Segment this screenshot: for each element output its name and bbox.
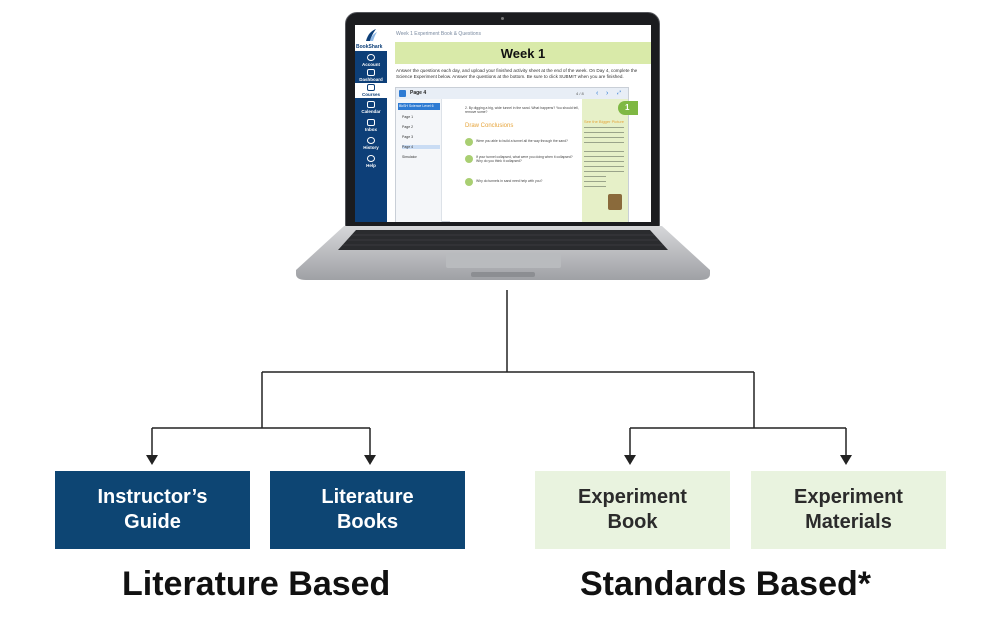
help-icon <box>367 155 375 162</box>
nav-history[interactable]: History <box>355 137 387 150</box>
assignment-instructions: Answer the questions each day, and uploa… <box>396 68 638 79</box>
panel-title: See the Bigger Picture <box>584 119 625 124</box>
chevron-left-icon[interactable]: ‹ <box>596 90 599 97</box>
standards-based-label: Standards Based* <box>580 565 871 603</box>
sand-photo <box>608 194 622 210</box>
chevron-right-icon[interactable]: › <box>606 90 609 97</box>
lms-sidebar: BookShark Account Dashboard Courses Cale… <box>355 25 387 222</box>
text-line <box>584 166 624 167</box>
question-intro: 2. By digging a big, wide tunnel in the … <box>465 106 579 114</box>
menu-icon[interactable] <box>399 90 406 97</box>
page-label: Page 4 <box>410 90 427 96</box>
question-bullet-icon <box>465 178 473 186</box>
literature-books-box: Literature Books <box>270 471 465 549</box>
text-line <box>584 161 624 162</box>
panel-number: 1 <box>625 103 630 112</box>
webcam-icon <box>501 17 504 20</box>
text-line <box>584 127 624 128</box>
nav-help[interactable]: Help <box>355 155 387 168</box>
toc-title: BkSH Science Level 6 <box>398 103 440 110</box>
table-of-contents: BkSH Science Level 6 Page 1 Page 2 Page … <box>396 99 442 222</box>
arrow-down-icon <box>840 455 852 465</box>
document-page: 2. By digging a big, wide tunnel in the … <box>450 99 638 222</box>
side-panel: 1 See the Bigger Picture <box>582 99 638 222</box>
nav-inbox[interactable]: Inbox <box>355 119 387 132</box>
question-text: Why do tunnels in sand need help with yo… <box>476 179 543 183</box>
logo-text: BookShark <box>356 44 383 50</box>
calendar-icon <box>367 101 375 108</box>
document-viewer: Page 4 4 / 8 ‹ › ⤢ BkSH Science Level 6 … <box>395 87 638 222</box>
text-line <box>584 142 624 143</box>
question-bullet-icon <box>465 138 473 146</box>
text-line <box>584 156 624 157</box>
nav-calendar[interactable]: Calendar <box>355 101 387 114</box>
viewer-toolbar: Page 4 4 / 8 ‹ › ⤢ <box>396 88 628 99</box>
box-label: Experiment Materials <box>794 486 903 533</box>
question-text: If your tunnel collapsed, what were you … <box>476 155 573 163</box>
text-line <box>584 151 624 152</box>
fullscreen-icon[interactable]: ⤢ <box>617 90 622 96</box>
experiment-materials-box: Experiment Materials <box>751 471 946 549</box>
laptop-keyboard-base <box>296 226 710 280</box>
toc-item[interactable]: Page 3 <box>402 135 414 139</box>
nav-dashboard[interactable]: Dashboard <box>355 69 387 82</box>
toc-item-selected[interactable]: Page 4 <box>402 145 440 149</box>
box-label: Experiment Book <box>578 486 687 533</box>
nav-account[interactable]: Account <box>355 54 387 67</box>
week-banner: Week 1 <box>395 42 651 64</box>
text-line <box>584 181 606 182</box>
laptop-screen-frame: BookShark Account Dashboard Courses Cale… <box>345 12 660 228</box>
arrow-down-icon <box>364 455 376 465</box>
lms-screenshot: BookShark Account Dashboard Courses Cale… <box>355 25 651 222</box>
toc-item[interactable]: Simulator <box>402 155 417 159</box>
text-line <box>584 132 624 133</box>
logo-icon <box>366 29 377 41</box>
text-line <box>584 186 606 187</box>
section-heading: Draw Conclusions <box>465 123 514 129</box>
brand-logo: BookShark <box>355 25 387 51</box>
toc-item[interactable]: Page 1 <box>402 115 414 119</box>
nav-courses[interactable]: Courses <box>355 83 387 98</box>
arrow-down-icon <box>624 455 636 465</box>
arrow-down-icon <box>146 455 158 465</box>
page-title: Week 1 <box>500 46 546 61</box>
text-line <box>584 137 624 138</box>
page-count: 4 / 8 <box>576 91 584 96</box>
history-icon <box>367 137 375 144</box>
literature-based-label: Literature Based <box>122 565 391 603</box>
question-text: Were you able to build a tunnel all the … <box>476 139 568 143</box>
question-bullet-icon <box>465 155 473 163</box>
dashboard-icon <box>367 69 375 76</box>
number-tab: 1 <box>618 101 638 115</box>
box-label: Instructor’s Guide <box>97 486 208 533</box>
text-line <box>584 176 606 177</box>
inbox-icon <box>367 119 375 126</box>
toc-item[interactable]: Page 2 <box>402 125 414 129</box>
courses-icon <box>367 84 375 91</box>
breadcrumb: Week 1 Experiment Book & Questions <box>396 31 481 37</box>
box-label: Literature Books <box>321 486 414 533</box>
experiment-book-box: Experiment Book <box>535 471 730 549</box>
account-icon <box>367 54 375 61</box>
instructors-guide-box: Instructor’s Guide <box>55 471 250 549</box>
text-line <box>584 171 624 172</box>
